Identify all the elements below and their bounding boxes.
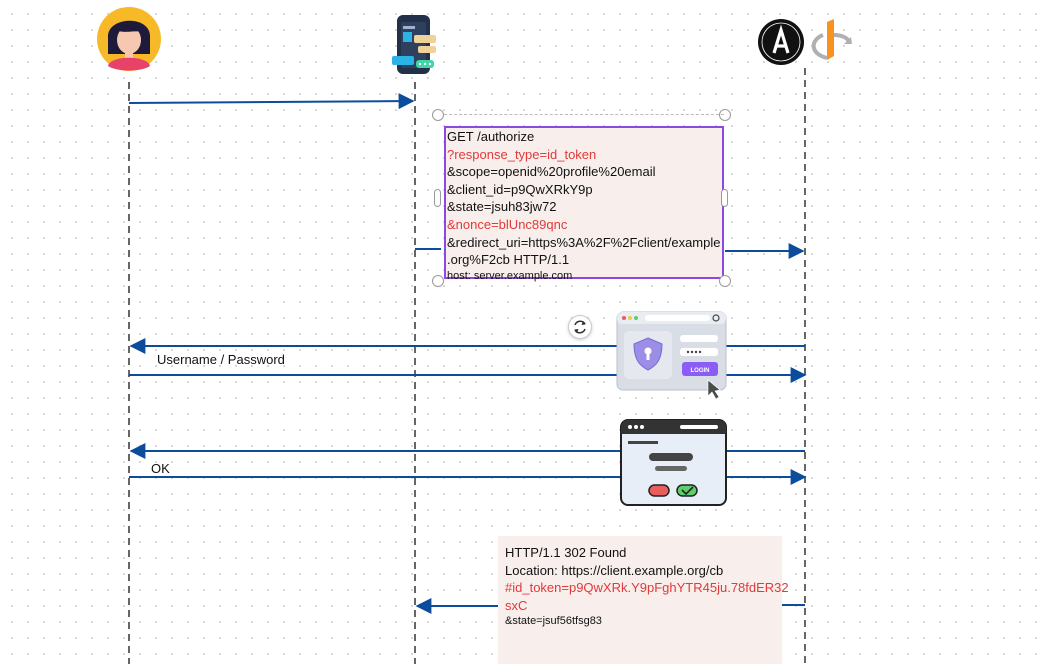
credentials-label: Username / Password <box>157 352 285 367</box>
openid-logo-icon <box>811 19 852 60</box>
request-line-method: GET /authorize <box>447 129 535 144</box>
resize-handle-top-left[interactable] <box>432 109 444 121</box>
resize-handle-right[interactable] <box>721 189 728 207</box>
rotate-icon <box>574 320 586 334</box>
arrow-user-to-client[interactable] <box>128 93 415 110</box>
response-line-status: HTTP/1.1 302 Found <box>505 545 627 560</box>
request-line-redirect-uri-cont: .org%F2cb HTTP/1.1 <box>447 252 570 268</box>
resize-handle-top-right[interactable] <box>719 109 731 121</box>
response-line-location: Location: https://client.example.org/cb <box>505 562 724 578</box>
request-line-response-type: ?response_type=id_token <box>447 146 597 162</box>
selection-top-edge <box>444 114 724 115</box>
resize-handle-left[interactable] <box>434 189 441 207</box>
client-app-icon <box>392 15 436 74</box>
request-line-scope: &scope=openid%20profile%20email <box>447 164 656 180</box>
login-window-icon: LOGIN <box>616 311 727 400</box>
request-line-state: &state=jsuh83jw72 <box>447 199 557 215</box>
user-avatar-icon <box>97 7 161 71</box>
request-line-nonce: &nonce=blUnc89qnc <box>447 216 568 232</box>
redirect-response-note[interactable]: HTTP/1.1 302 Found Location: https://cli… <box>498 536 789 664</box>
request-line-redirect-uri: &redirect_uri=https%3A%2F%2Fclient/examp… <box>447 234 721 250</box>
resize-handle-bottom-right[interactable] <box>719 275 731 287</box>
response-line-id-token: #id_token=p9QwXRk.Y9pFghYTR45ju.78fdER32 <box>505 580 789 596</box>
request-line-client-id: &client_id=p9QwXRkY9p <box>447 181 593 197</box>
resize-handle-bottom-left[interactable] <box>432 275 444 287</box>
ok-label: OK <box>151 461 170 476</box>
oauth-logo-icon <box>758 19 804 65</box>
rotate-button[interactable] <box>568 315 592 339</box>
response-line-state: &state=jsuf56tfsg83 <box>505 615 602 628</box>
response-line-id-token-cont: sxC <box>505 597 528 613</box>
request-line-host: host: server.example.com <box>447 269 573 282</box>
consent-dialog-icon <box>620 419 727 506</box>
authorization-request-note[interactable]: GET /authorize ?response_type=id_token &… <box>444 126 724 282</box>
login-button-label: LOGIN <box>691 368 710 374</box>
